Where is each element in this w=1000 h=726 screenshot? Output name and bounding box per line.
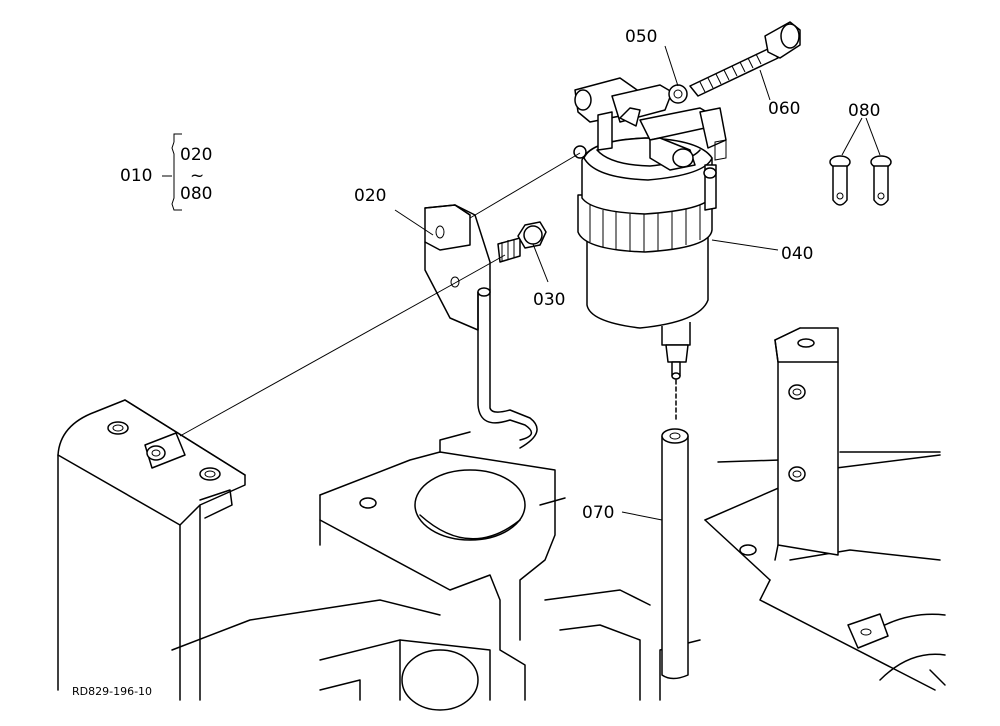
pin-080-right bbox=[870, 155, 892, 206]
pin-080-left bbox=[829, 155, 851, 206]
base-frame bbox=[57, 399, 946, 711]
alignment-lines bbox=[179, 152, 581, 437]
upright-block bbox=[774, 327, 839, 561]
filter-040 bbox=[573, 77, 727, 421]
label-filter-040: 040 bbox=[781, 244, 813, 264]
bolt-030 bbox=[497, 221, 547, 263]
label-range-tilde: ~ bbox=[190, 166, 204, 186]
drawing-code: RD829-196-10 bbox=[72, 685, 152, 698]
label-range-end: 080 bbox=[180, 184, 212, 204]
labels: 010 020 ~ 080 020 030 040 050 060 070 08… bbox=[72, 27, 880, 698]
label-assembly-010: 010 bbox=[120, 166, 152, 186]
pipe-070 bbox=[661, 428, 689, 680]
label-bracket-020: 020 bbox=[354, 186, 386, 206]
label-washer-050: 050 bbox=[625, 27, 657, 47]
bracket-020 bbox=[424, 204, 538, 449]
eye-bolt-060 bbox=[689, 21, 801, 97]
label-range-start: 020 bbox=[180, 145, 212, 165]
leader-lines bbox=[162, 45, 881, 521]
label-eye-bolt-060: 060 bbox=[768, 99, 800, 119]
washer-050 bbox=[668, 84, 688, 104]
label-pipe-070: 070 bbox=[582, 503, 614, 523]
label-bolt-030: 030 bbox=[533, 290, 565, 310]
label-pin-080: 080 bbox=[848, 101, 880, 121]
